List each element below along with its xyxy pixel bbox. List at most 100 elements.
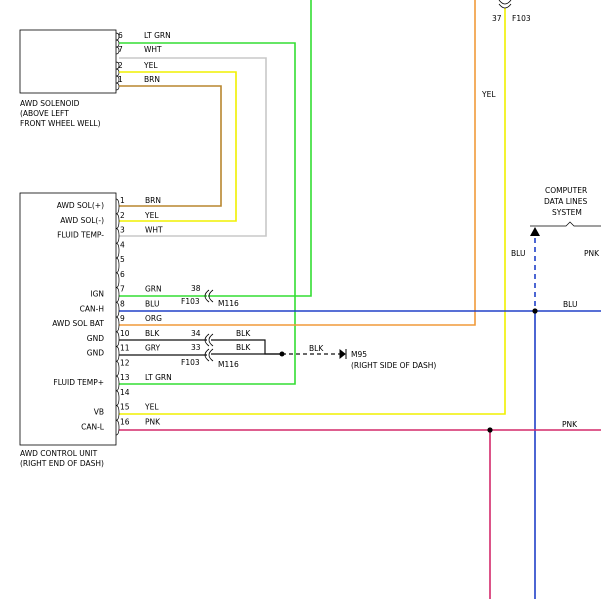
wire-wht: [119, 57, 267, 237]
terminal-pin: 14: [120, 388, 130, 397]
wire-yel-solenoid: [119, 71, 237, 222]
wire-yel-vb: [119, 8, 506, 415]
terminal-wire-color: GRY: [145, 344, 161, 353]
terminal-pin: 16: [120, 417, 130, 426]
terminal-bracket: [115, 228, 120, 244]
terminal-pin: 1: [120, 196, 125, 205]
terminal-wire-color: WHT: [145, 226, 163, 235]
connector-38-pin: 38: [191, 284, 201, 293]
terminal-pin: 6: [120, 270, 125, 279]
terminal-pin: 5: [120, 255, 125, 264]
terminal-bracket: [115, 213, 120, 229]
terminal-wire-color: PNK: [145, 417, 161, 426]
terminal-pin: 9: [120, 314, 125, 323]
terminal-bracket: [115, 287, 120, 303]
terminal-bracket: [115, 360, 120, 377]
solenoid-wire-ltgrn: LT GRN: [144, 31, 171, 40]
terminal-wire-color: ORG: [145, 314, 162, 323]
terminal-name: FLUID TEMP+: [53, 378, 104, 387]
terminal-pin: 7: [120, 285, 125, 294]
terminal-wire-color: YEL: [144, 403, 159, 412]
pnk-top-label: PNK: [584, 249, 600, 258]
terminal-bracket: [115, 316, 120, 333]
terminal-wire-color: BRN: [145, 196, 161, 205]
terminal-bracket: [115, 257, 120, 274]
terminal-name: AWD SOL BAT: [52, 319, 104, 328]
awd-solenoid-box: [19, 29, 117, 94]
splice-blu: [532, 308, 538, 314]
connector-34-icon: [204, 333, 214, 347]
yel-vertical-label: YEL: [481, 90, 496, 99]
terminal-name: IGN: [90, 290, 104, 299]
terminal-name: VB: [94, 408, 104, 417]
ground-location: (RIGHT SIDE OF DASH): [351, 361, 436, 370]
wire-pnk: [119, 429, 601, 599]
terminal-pin: 11: [120, 344, 130, 353]
terminal-bracket: [115, 375, 120, 392]
terminal-bracket: [115, 390, 120, 406]
connector-blk-out-2: BLK: [236, 343, 251, 352]
connector-37-pin: 37: [492, 14, 502, 23]
terminal-wire-color: LT GRN: [145, 373, 172, 382]
terminal-name: FLUID TEMP-: [57, 231, 104, 240]
connector-38-right: M116: [218, 299, 239, 308]
computer-data-arrow-icon: [530, 227, 540, 236]
terminal-name: CAN-H: [80, 304, 104, 313]
solenoid-wire-yel: YEL: [143, 61, 158, 70]
wire-brn: [119, 85, 222, 207]
ground-wire-label: BLK: [309, 344, 324, 353]
terminal-bracket: [115, 419, 120, 436]
connector-38-icon: [204, 289, 214, 303]
blu-vertical-label: BLU: [511, 249, 525, 258]
connector-33-right: M116: [218, 360, 239, 369]
solenoid-pin-1: 1: [118, 75, 123, 84]
terminal-wire-color: GRN: [145, 285, 162, 294]
solenoid-label-1: AWD SOLENOID: [20, 99, 80, 108]
terminal-pin: 13: [120, 373, 130, 382]
control-unit-label-1: AWD CONTROL UNIT: [20, 449, 98, 458]
terminal-bracket: [115, 272, 120, 288]
wire-ltgrn: [119, 0, 312, 385]
terminal-bracket: [115, 331, 120, 347]
awd-control-unit-box: [19, 192, 117, 446]
terminal-wire-color: YEL: [144, 211, 159, 220]
terminal-bracket: [115, 346, 120, 362]
solenoid-pin-6: 6: [118, 31, 123, 40]
solenoid-wire-wht: WHT: [144, 45, 162, 54]
terminal-name: AWD SOL(+): [57, 201, 104, 210]
wire-org: [119, 0, 476, 326]
terminal-pin: 10: [120, 329, 130, 338]
connector-37-name: F103: [512, 14, 531, 23]
solenoid-label-2: (ABOVE LEFT: [20, 109, 69, 118]
wire-blk: [119, 339, 340, 356]
terminal-pin: 8: [120, 299, 125, 308]
connector-37-icon: [498, 0, 512, 9]
solenoid-label-3: FRONT WHEEL WELL): [20, 119, 101, 128]
solenoid-pin-7: 7: [118, 45, 123, 54]
connector-38-left: F103: [181, 297, 200, 306]
connector-33-icon: [204, 348, 214, 362]
terminal-pin: 12: [120, 358, 130, 367]
computer-data-label-2: DATA LINES: [544, 197, 587, 206]
terminal-pin: 15: [120, 403, 130, 412]
splice-blk: [279, 351, 285, 357]
terminal-pin: 2: [120, 211, 125, 220]
control-unit-label-2: (RIGHT END OF DASH): [20, 459, 104, 468]
terminal-name: GND: [87, 349, 104, 358]
ground-m95-icon: [339, 348, 347, 360]
wire-blu: [119, 238, 601, 599]
terminal-name: CAN-L: [81, 422, 105, 431]
solenoid-wire-brn: BRN: [144, 75, 160, 84]
connector-34-pin: 34: [191, 329, 201, 338]
computer-data-label-1: COMPUTER: [545, 186, 587, 195]
ground-name: M95: [351, 350, 367, 359]
computer-data-bracket: [530, 221, 601, 227]
computer-data-label-3: SYSTEM: [552, 208, 582, 217]
connector-33-pin: 33: [191, 343, 201, 352]
connector-33-left: F103: [181, 358, 200, 367]
terminal-wire-color: BLU: [145, 299, 159, 308]
splice-pnk: [487, 427, 493, 433]
terminal-bracket: [115, 405, 120, 421]
